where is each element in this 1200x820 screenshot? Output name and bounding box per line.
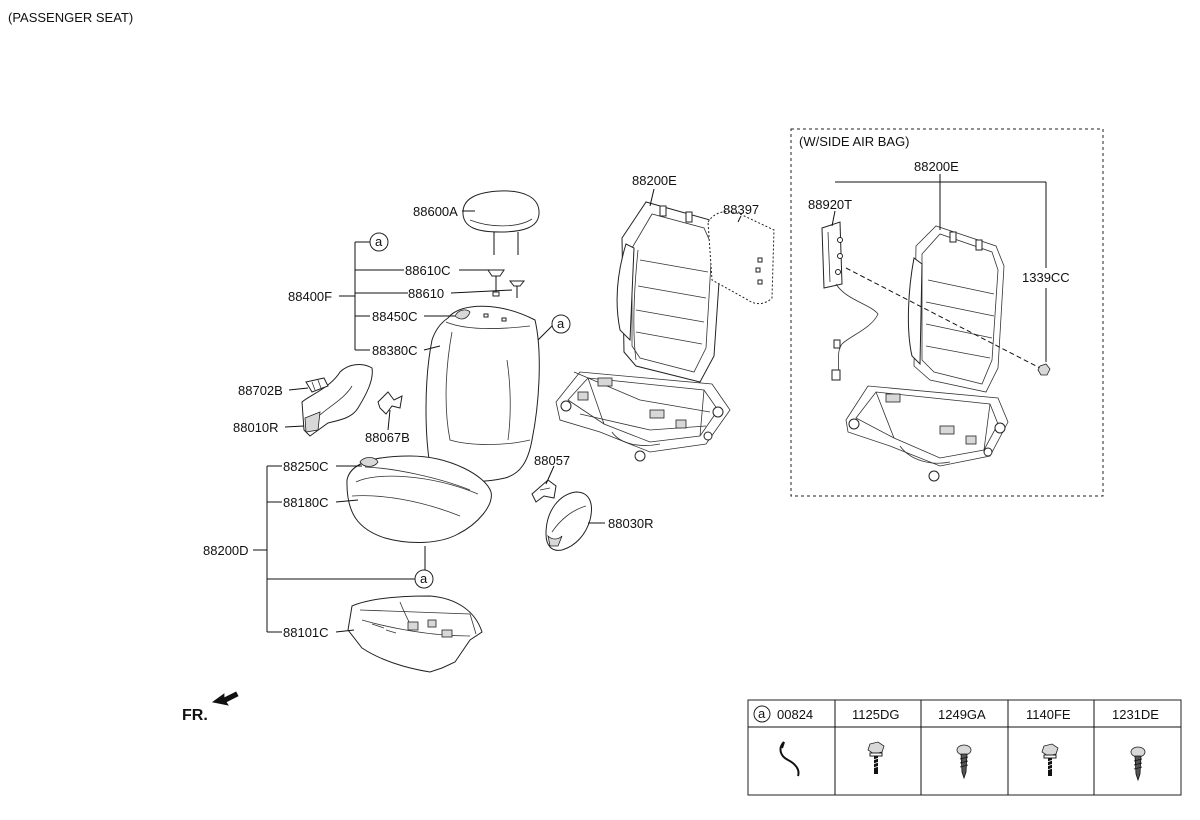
headrest-guide-parts (487, 269, 526, 298)
label-88180C: 88180C (283, 495, 329, 510)
label-88067B: 88067B (365, 430, 410, 445)
label-88610C: 88610C (405, 263, 451, 278)
side-shield (545, 491, 592, 551)
svg-text:00824: 00824 (777, 707, 813, 722)
flange-bolt-icon (1041, 743, 1059, 776)
flange-bolt-icon (867, 741, 885, 774)
callout-a-cushion: a (414, 569, 434, 589)
seatback-cover (425, 305, 540, 483)
label-88610: 88610 (408, 286, 444, 301)
table-header-1125DG: 1125DG (852, 707, 899, 722)
back-panel (707, 211, 775, 305)
callout-a-top: a (369, 232, 389, 252)
callout-a-seatback: a (551, 314, 571, 334)
label-88200D: 88200D (203, 543, 249, 558)
front-arrow-icon (212, 691, 239, 706)
side-airbag-module (821, 221, 1041, 381)
label-88400F: 88400F (288, 289, 332, 304)
label-88101C: 88101C (283, 625, 329, 640)
svg-text:a: a (557, 316, 565, 331)
headrest (462, 190, 540, 255)
fastener-table: a 00824 1125DG 1249GA 1140FE 1231DE (747, 699, 1182, 796)
label-88380C: 88380C (372, 343, 418, 358)
part-labels: 88600A 88610C 88610 88400F 88450C 88380C… (203, 159, 1070, 640)
label-88057: 88057 (534, 453, 570, 468)
label-88010R: 88010R (233, 420, 279, 435)
airbag-seat-frame (845, 225, 1009, 482)
airbag-box-title: (W/SIDE AIR BAG) (799, 134, 910, 149)
wire-clip-icon (779, 741, 800, 777)
svg-text:a: a (758, 706, 766, 721)
front-label: FR. (182, 707, 208, 724)
label-88200E: 88200E (632, 173, 677, 188)
label-88702B: 88702B (238, 383, 283, 398)
svg-text:a: a (420, 571, 428, 586)
nut-part (1037, 363, 1051, 376)
knob-part (305, 377, 329, 393)
bracket-88057-part (531, 479, 557, 503)
label-88600A: 88600A (413, 204, 458, 219)
seat-frame (555, 201, 731, 462)
table-header-1249GA: 1249GA (938, 707, 986, 722)
label-88030R: 88030R (608, 516, 654, 531)
seat-cushion (346, 455, 492, 544)
label-88397: 88397 (723, 202, 759, 217)
tapping-screw-icon (1130, 746, 1146, 782)
cushion-frame (347, 595, 483, 673)
front-direction-indicator: FR. (182, 691, 239, 724)
airbag-variant-box (790, 128, 1104, 497)
leader-lines (253, 174, 1047, 633)
table-header-00824: a 00824 (753, 705, 813, 723)
tapping-screw-icon (956, 744, 972, 780)
page-title: (PASSENGER SEAT) (8, 10, 133, 25)
label-1339CC: 1339CC (1022, 270, 1070, 285)
table-header-1231DE: 1231DE (1112, 707, 1159, 722)
label-88200E-airbag: 88200E (914, 159, 959, 174)
label-88450C: 88450C (372, 309, 418, 324)
label-88250C: 88250C (283, 459, 329, 474)
bracket-part (377, 391, 403, 415)
table-header-1140FE: 1140FE (1026, 707, 1071, 722)
svg-text:a: a (375, 234, 383, 249)
seatback-side-cover (301, 364, 373, 437)
label-88920T: 88920T (808, 197, 852, 212)
